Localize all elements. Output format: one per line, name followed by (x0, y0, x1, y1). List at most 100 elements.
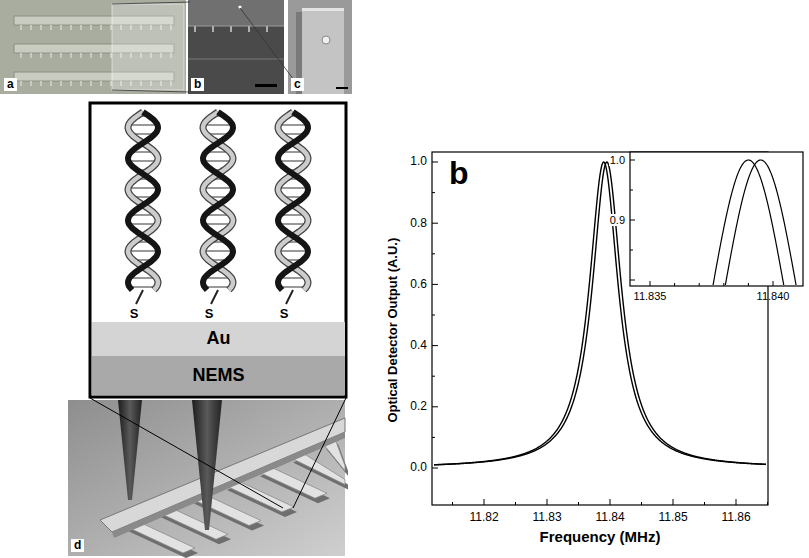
comb-tooth (80, 53, 82, 58)
comb-tooth (70, 25, 72, 30)
tick-mark (704, 502, 705, 505)
dna-strand (128, 112, 158, 290)
inset-curves (631, 160, 802, 285)
tick-mark (674, 283, 675, 286)
micrograph-c (288, 0, 352, 94)
tick-mark (547, 499, 548, 505)
dna-strands (128, 112, 308, 304)
tick-label: 11.840 (757, 290, 790, 302)
comb-tooth (80, 25, 82, 30)
tick-mark (484, 499, 485, 505)
comb-tooth (50, 25, 52, 30)
dna-strand (128, 112, 158, 290)
base-pair (128, 187, 158, 189)
tick-mark (432, 253, 435, 254)
tick-mark (699, 283, 700, 286)
comb-tooth (100, 25, 102, 30)
panel-letter: b (449, 156, 469, 191)
gold-layer: Au (92, 322, 345, 356)
panel-letter: a (4, 78, 17, 91)
comb-tooth (60, 53, 62, 58)
base-pair (204, 160, 233, 162)
axis-title: Optical Detector Output (A.U.) (386, 238, 400, 423)
tick-mark (723, 283, 724, 286)
layer-label: NEMS (192, 366, 244, 386)
panel-letter: c (291, 78, 304, 91)
comb-tooth (50, 81, 52, 86)
comb-tooth (20, 25, 22, 30)
tick-mark (773, 281, 774, 286)
tick-label: 11.83 (532, 511, 561, 524)
comb-tooth (70, 53, 72, 58)
tick-mark (432, 315, 435, 316)
schematic-frame (90, 103, 346, 397)
comb-tooth (80, 81, 82, 86)
inset-ticks (630, 160, 773, 286)
tick-mark (630, 280, 635, 281)
thiol-linker (136, 290, 143, 304)
tick-mark (515, 502, 516, 505)
comb-tooth (40, 25, 42, 30)
tick-label: 11.86 (721, 511, 750, 524)
comb-tooth (60, 81, 62, 86)
base-pair (128, 250, 158, 252)
comb-tooth (100, 53, 102, 58)
comb-tooth (40, 81, 42, 86)
panel-letter: d (71, 539, 84, 552)
tick-mark (650, 281, 651, 286)
tick-label: 1.0 (609, 154, 626, 166)
tick-mark (432, 437, 435, 438)
tick-mark (432, 284, 438, 285)
dna-strand (128, 112, 158, 290)
tick-mark (578, 502, 579, 505)
comb-tooth (30, 81, 32, 86)
layer-label: Au (207, 329, 231, 349)
comb-tooth (194, 26, 196, 32)
dna-strand (203, 112, 233, 290)
comb-tooth (90, 53, 92, 58)
sulfur-atom: S (205, 307, 214, 321)
axis-title: Frequency (MHz) (540, 529, 661, 546)
comb-tooth (266, 26, 268, 32)
tick-label: 1.0 (410, 155, 427, 168)
tick-label: 0.2 (410, 400, 427, 413)
thiol-linker (211, 290, 218, 304)
resonance-curve-zoom (631, 160, 802, 285)
base-pair (203, 250, 233, 252)
base-pair (129, 124, 158, 126)
base-pair (204, 124, 233, 126)
comb-tooth (50, 53, 52, 58)
tick-mark (432, 162, 438, 163)
tick-mark (630, 190, 633, 191)
base-pair (279, 124, 308, 126)
panel-letter: b (191, 78, 204, 91)
tick-mark (630, 160, 635, 161)
tick-label: 0.4 (410, 339, 427, 352)
tick-mark (736, 499, 737, 505)
micrograph-a (0, 0, 186, 94)
comb-tooth (248, 26, 250, 32)
tick-label: 11.85 (658, 511, 687, 524)
tick-mark (630, 220, 635, 221)
tick-mark (432, 376, 435, 377)
comb-tooth (20, 81, 22, 86)
tick-mark (610, 499, 611, 505)
zoom-line (90, 398, 346, 508)
sulfur-atom: S (130, 307, 139, 321)
comb-tooth (230, 26, 232, 32)
dna-strand (203, 112, 233, 290)
dna-strand (278, 112, 308, 290)
tick-label: 0.6 (410, 278, 427, 291)
zoom-line (112, 2, 300, 92)
tick-mark (767, 502, 768, 505)
tick-mark (452, 502, 453, 505)
comb-tooth (60, 25, 62, 30)
base-pair (279, 160, 308, 162)
base-pair (129, 160, 158, 162)
tick-mark (432, 223, 438, 224)
tick-mark (748, 283, 749, 286)
nems-layer: NEMS (92, 356, 345, 395)
tick-mark (641, 502, 642, 505)
